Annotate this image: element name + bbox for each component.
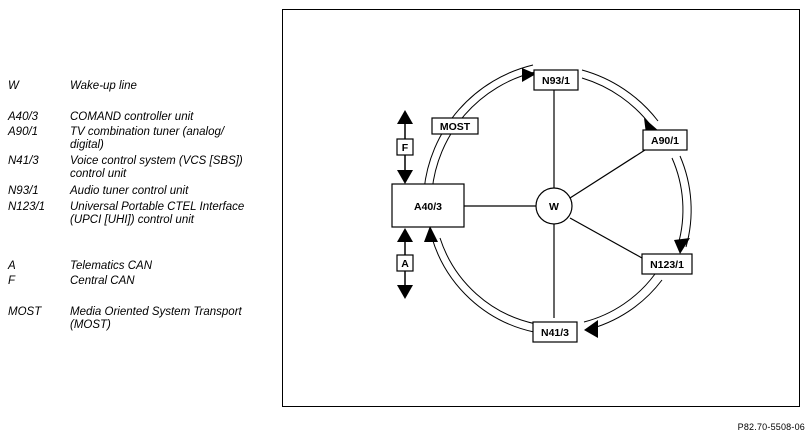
telematics-can-bus: A: [396, 228, 414, 299]
wake-up-spokes: [464, 90, 646, 318]
legend-desc: Central CAN: [70, 275, 135, 287]
ring-arc-a90-n123: [679, 155, 692, 248]
n41-3-box: [532, 321, 578, 343]
most-label-box: [431, 117, 479, 135]
legend-code: A90/1: [8, 126, 39, 138]
legend-desc: TV combination tuner (analog/ digital): [70, 126, 225, 151]
ring-arc-a90-n123-inner: [671, 157, 684, 246]
n123-1-box: [641, 253, 693, 275]
legend-desc: COMAND controller unit: [70, 111, 194, 123]
legend-code: N93/1: [8, 185, 39, 197]
legend-desc: Wake-up line: [70, 80, 137, 92]
reference-code: P82.70-5508-06: [737, 422, 805, 432]
arrow-into-a40: [424, 226, 438, 242]
legend-code: A: [8, 260, 16, 272]
legend-desc: Telematics CAN: [70, 260, 153, 272]
ring-arc-n123-n41-inner: [583, 273, 656, 323]
legend-code: N41/3: [8, 155, 39, 167]
a-arrow-down: [397, 285, 413, 299]
legend-code: N123/1: [8, 201, 46, 213]
legend-code: MOST: [8, 306, 42, 318]
arrow-into-n123: [674, 238, 690, 254]
a40-3-box: [391, 183, 465, 228]
n93-1-box: [533, 69, 579, 91]
f-label: F: [402, 142, 409, 154]
a90-1-box: [642, 129, 688, 151]
f-arrow-down: [397, 170, 413, 184]
legend-desc: Media Oriented System Transport (MOST): [70, 306, 242, 331]
spoke-a90: [569, 149, 646, 199]
a-arrow-up: [397, 228, 413, 242]
ring-arc-n41-a40: [431, 237, 535, 333]
a40-3-label: A40/3: [414, 201, 442, 213]
arrow-into-n93: [522, 68, 536, 82]
legend-code: F: [8, 275, 16, 287]
ring-arc-n93-a90-inner: [581, 69, 659, 122]
most-label: MOST: [440, 121, 471, 133]
ring-arc-n41-a40-inner: [439, 237, 537, 325]
a90-1-label: A90/1: [651, 135, 679, 147]
n93-1-label: N93/1: [542, 75, 570, 87]
legend-desc: Voice control system (VCS [SBS]) control…: [70, 155, 243, 180]
a-label: A: [401, 258, 409, 270]
w-node-label: W: [549, 201, 559, 213]
diagram-frame: [282, 9, 800, 407]
w-node-circle: [535, 187, 573, 225]
legend-desc: Universal Portable CTEL Interface (UPCI …: [70, 201, 245, 226]
legend-code: A40/3: [8, 111, 39, 123]
ring-arc-a40-n93-inner: [423, 64, 534, 191]
arrow-into-n41: [584, 320, 598, 338]
spoke-n123: [569, 217, 643, 259]
f-arrow-up: [397, 110, 413, 124]
a-label-box: [396, 254, 414, 272]
n123-1-label: N123/1: [650, 259, 684, 271]
ring-arc-a40-n93: [431, 71, 536, 192]
legend-code: W: [8, 80, 19, 92]
legend-desc: Audio tuner control unit: [70, 185, 189, 197]
central-can-bus: F: [396, 110, 414, 184]
n41-3-label: N41/3: [541, 327, 569, 339]
f-label-box: [396, 138, 414, 156]
